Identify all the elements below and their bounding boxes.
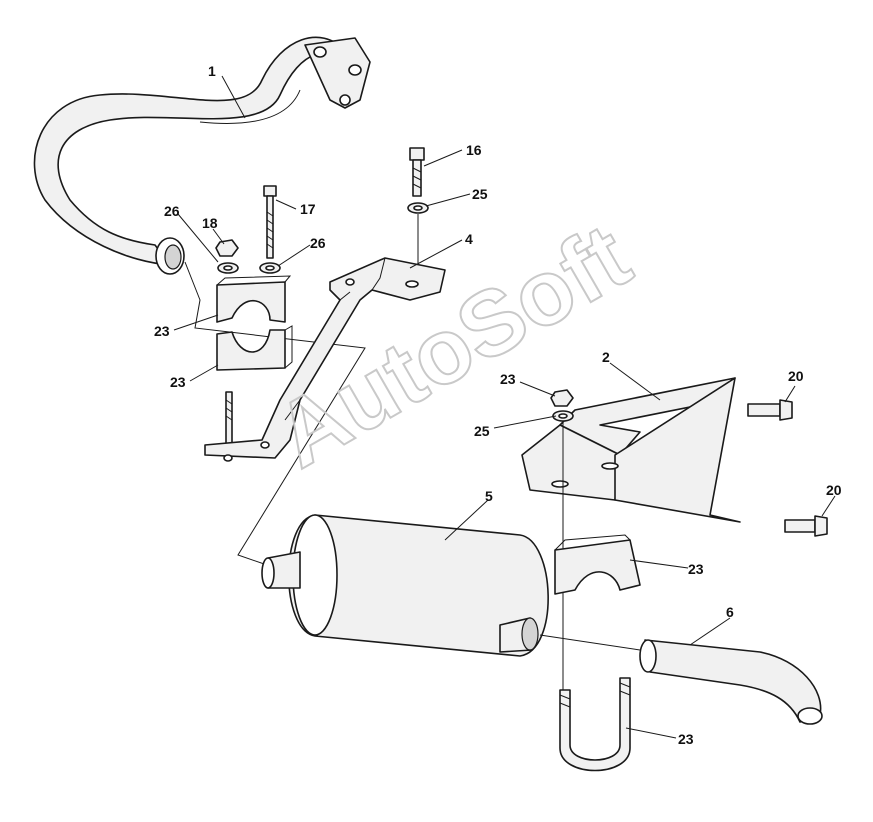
muffler-outlet-axis bbox=[539, 634, 641, 651]
callout-23-nut: 23 bbox=[500, 371, 516, 387]
muffler-5 bbox=[261, 514, 549, 657]
front-exhaust-pipe bbox=[33, 36, 371, 275]
callout-16: 16 bbox=[466, 142, 482, 158]
clamp-upper-23 bbox=[216, 275, 292, 323]
callout-26-left: 26 bbox=[164, 203, 180, 219]
callout-20-lower: 20 bbox=[826, 482, 842, 498]
clamp-rear-23 bbox=[554, 534, 641, 595]
tail-pipe-6 bbox=[639, 639, 823, 725]
bracket-2 bbox=[521, 377, 741, 523]
callouts: 1 16 25 17 26 18 26 4 23 23 2 23 25 20 2… bbox=[154, 63, 842, 747]
callout-17: 17 bbox=[300, 201, 316, 217]
washer-26-right bbox=[259, 262, 281, 274]
bolt-20-upper bbox=[747, 399, 793, 421]
nut-18 bbox=[215, 239, 239, 257]
washer-25-mid bbox=[552, 410, 574, 422]
callout-6: 6 bbox=[726, 604, 734, 620]
bracket-4 bbox=[204, 257, 446, 462]
washer-25-top bbox=[407, 202, 429, 214]
callout-26-right: 26 bbox=[310, 235, 326, 251]
callout-4: 4 bbox=[465, 231, 473, 247]
washer-26-left bbox=[217, 262, 239, 274]
callout-23-rear-clamp: 23 bbox=[688, 561, 704, 577]
nut-23-mid bbox=[550, 389, 574, 407]
callout-23-lower-clamp: 23 bbox=[170, 374, 186, 390]
callout-18: 18 bbox=[202, 215, 218, 231]
callout-23-upper-clamp: 23 bbox=[154, 323, 170, 339]
bolt-17 bbox=[263, 185, 277, 259]
callout-25-top: 25 bbox=[472, 186, 488, 202]
callout-23-u-bolt: 23 bbox=[678, 731, 694, 747]
callout-2: 2 bbox=[602, 349, 610, 365]
callout-1: 1 bbox=[208, 63, 216, 79]
callout-5: 5 bbox=[485, 488, 493, 504]
callout-25-mid: 25 bbox=[474, 423, 490, 439]
u-bolt-23 bbox=[559, 677, 631, 772]
stud-front bbox=[225, 391, 233, 449]
leader-lines bbox=[173, 75, 836, 739]
callout-20-upper: 20 bbox=[788, 368, 804, 384]
bolt-20-lower bbox=[784, 515, 828, 537]
clamp-lower-23 bbox=[216, 325, 293, 371]
bolt-16 bbox=[409, 147, 425, 197]
